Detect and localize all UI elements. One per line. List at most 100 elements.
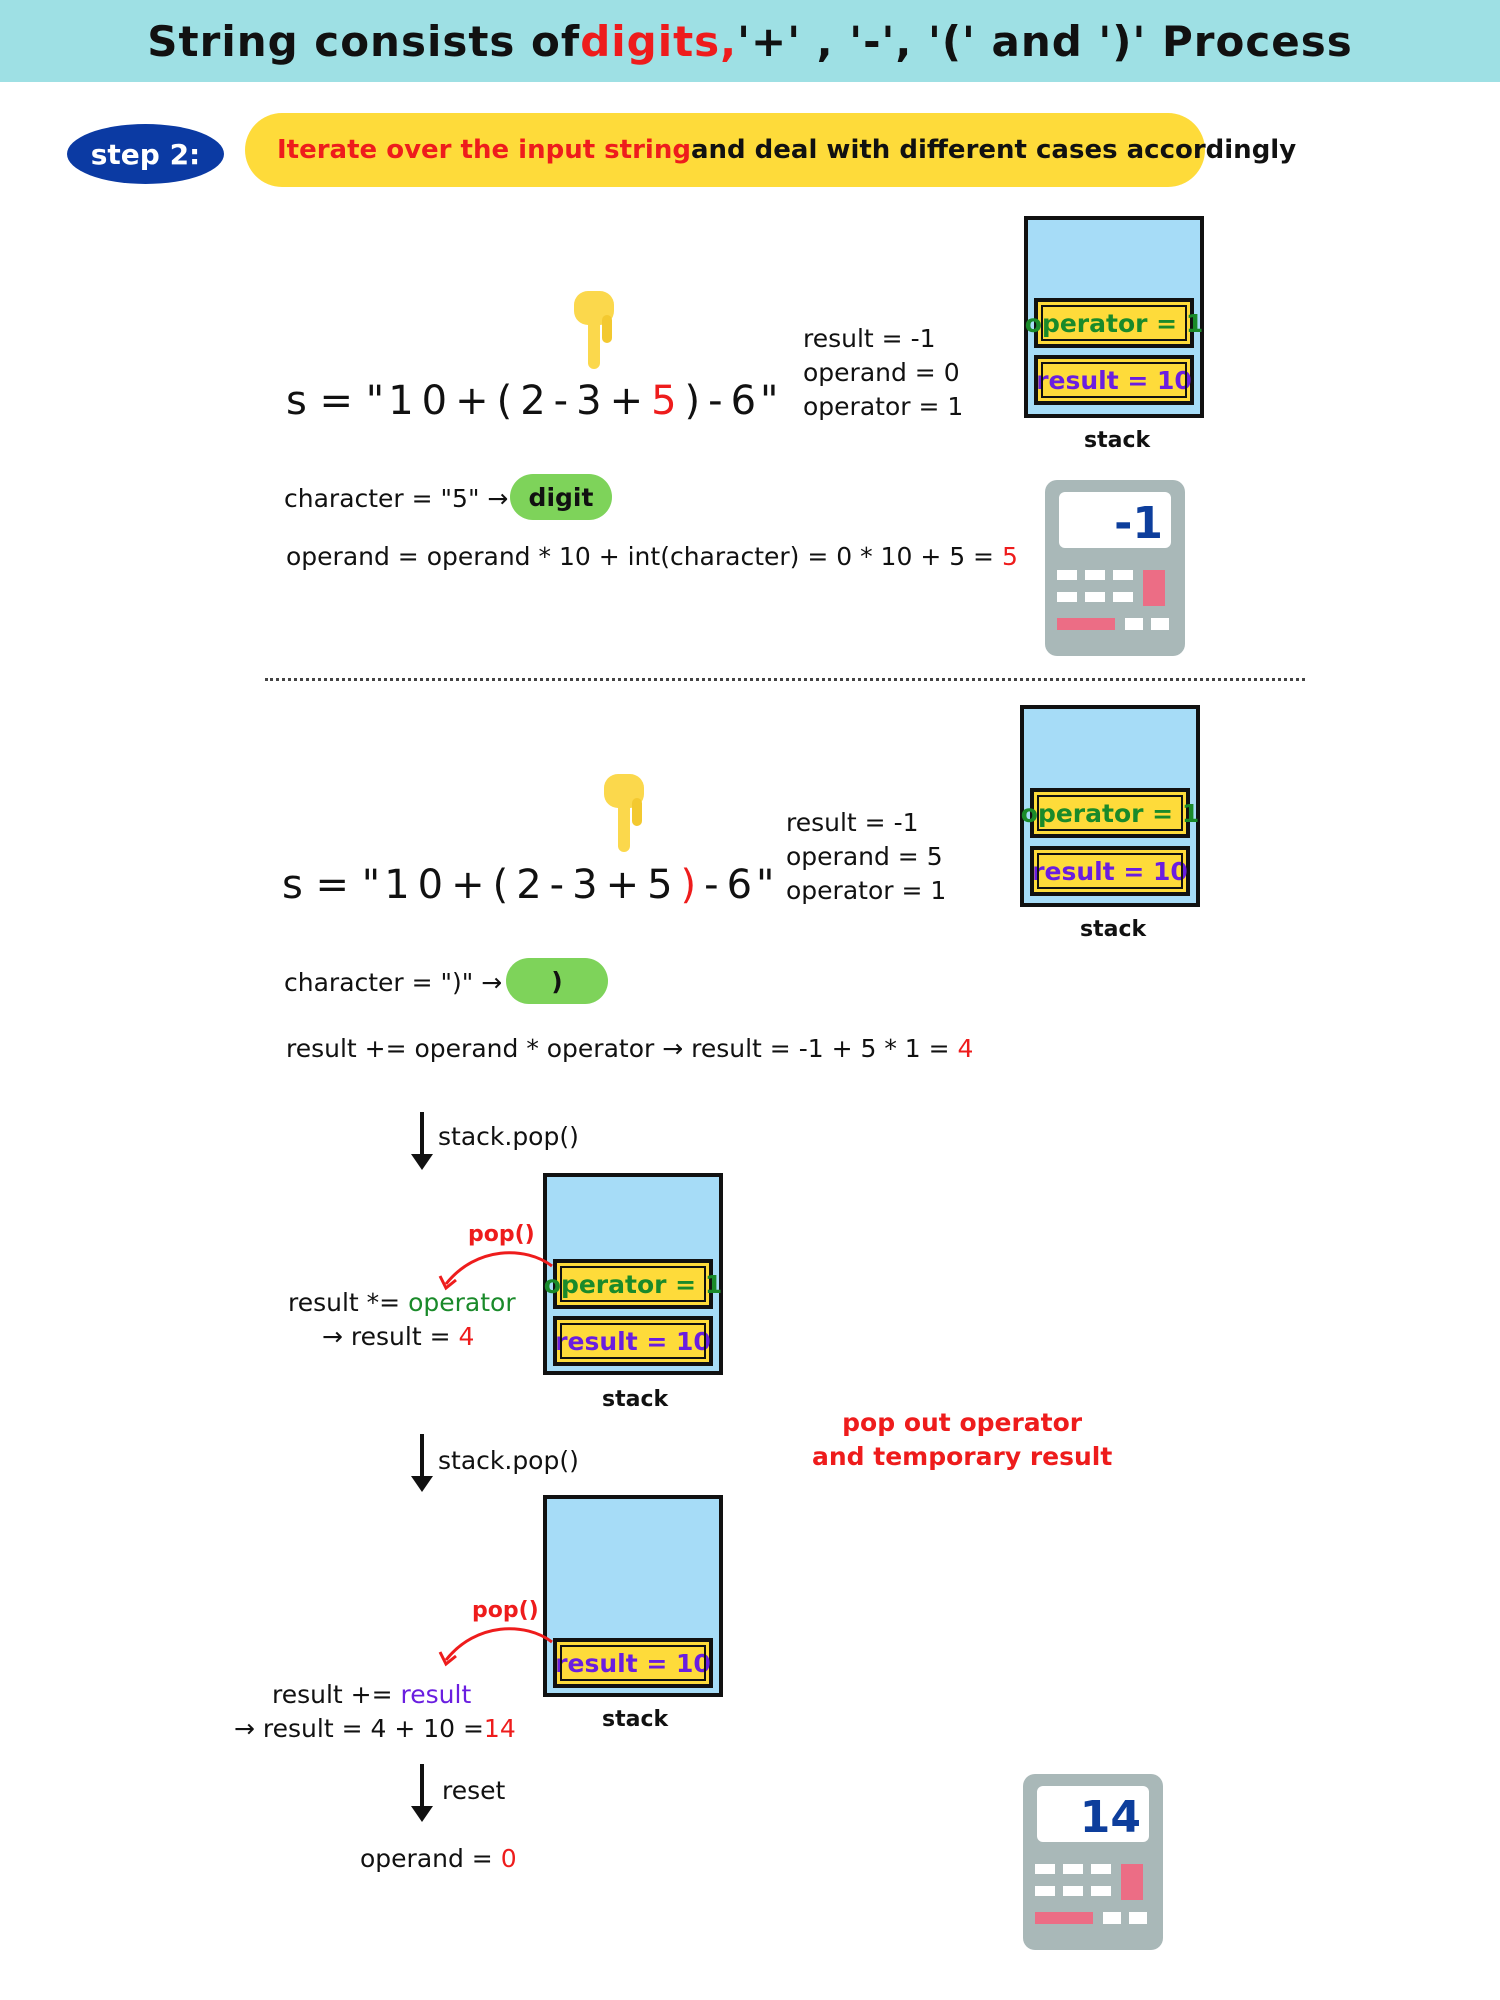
pop-result-1-line2: → result = 4: [322, 1322, 474, 1351]
calculator-icon-1: -1: [1043, 478, 1187, 662]
var-operand: operand = 0: [803, 358, 960, 387]
pop1-line1-text: result *=: [288, 1288, 409, 1317]
var-operand: operand = 5: [786, 842, 943, 871]
down-arrow-icon: [420, 1764, 424, 1808]
pop2-line2-text: → result = 4 + 10 =: [234, 1714, 484, 1743]
step-badge: step 2:: [67, 124, 224, 184]
state-vars-2: result = -1 operand = 5 operator = 1: [786, 806, 946, 908]
divider: [265, 678, 1305, 681]
pop-label-2: stack.pop(): [438, 1446, 579, 1475]
step-desc-black: and deal with different cases accordingl…: [690, 135, 1297, 165]
stack-frame-result: result = 10: [553, 1638, 713, 1688]
pointing-hand-icon: [596, 770, 656, 866]
var-operator: operator = 1: [786, 876, 947, 905]
pop-result-2-line2: → result = 4 + 10 =14: [234, 1714, 516, 1743]
curved-arrow-icon: [438, 1627, 553, 1667]
arrow-head-icon: [411, 1806, 433, 1822]
var-result: result = -1: [803, 324, 936, 353]
reset-result: operand = 0: [360, 1844, 517, 1873]
string-char: 3: [576, 378, 602, 424]
pop-result-1-line1: result *= operator: [288, 1288, 516, 1317]
stack-frame-operator: operator = 1: [1021, 788, 1199, 838]
formula-2-text: result += operand * operator → result = …: [286, 1034, 958, 1063]
pop-tag-1: pop(): [468, 1222, 535, 1247]
down-arrow-icon: [420, 1112, 424, 1156]
title-part-digits: digits,: [580, 16, 738, 66]
pointing-hand-icon: [566, 287, 626, 383]
title-banner: String consists of digits, '+' , '-', '(…: [0, 0, 1500, 82]
string-suffix: ": [760, 378, 779, 424]
string-char: 2: [516, 862, 542, 908]
reset-text: operand =: [360, 1844, 501, 1873]
string-char: ): [684, 378, 701, 424]
stack-caption-3: stack: [602, 1387, 669, 1412]
step-desc-red: Iterate over the input string: [277, 135, 691, 165]
string-char: -: [704, 862, 719, 908]
string-char: 1: [388, 378, 414, 424]
string-char: (: [496, 378, 513, 424]
stack-frame-operator: operator = 1: [544, 1259, 722, 1309]
string-char: 3: [572, 862, 598, 908]
title-part-1: String consists of: [147, 16, 581, 66]
string-prefix: s = ": [282, 862, 381, 908]
character-line-2: character = ")" →: [284, 968, 503, 997]
paren-pill: ): [506, 958, 608, 1004]
title-part-3: '+' , '-', '(' and ')' Process: [737, 16, 1353, 66]
pop-tag-2: pop(): [472, 1598, 539, 1623]
var-result: result = -1: [786, 808, 919, 837]
stack-caption-2: stack: [1080, 917, 1147, 942]
string-char: 5: [651, 378, 677, 424]
string-char: 5: [647, 862, 673, 908]
stack-caption-4: stack: [602, 1707, 669, 1732]
curved-arrow-icon: [438, 1251, 553, 1291]
calculator-display-2: 14: [1080, 1792, 1141, 1843]
pop1-line2-text: → result =: [322, 1322, 459, 1351]
string-char: -: [549, 862, 565, 908]
digit-pill: digit: [510, 474, 612, 520]
note-line-1: pop out operator: [842, 1408, 1083, 1437]
string-prefix: s = ": [286, 378, 385, 424]
pop1-line2-value: 4: [458, 1322, 475, 1351]
formula-2-result: 4: [957, 1034, 974, 1063]
calculator-icon-2: 14: [1021, 1772, 1165, 1956]
pop2-line1-text: result +=: [272, 1680, 401, 1709]
string-char: 0: [417, 862, 444, 908]
string-char: +: [605, 862, 640, 908]
reset-label: reset: [442, 1776, 506, 1805]
formula-1-result: 5: [1001, 542, 1018, 571]
formula-1-text: operand = operand * 10 + int(character) …: [286, 542, 1002, 571]
string-char: +: [455, 378, 489, 424]
state-vars-1: result = -1 operand = 0 operator = 1: [803, 322, 963, 424]
formula-1: operand = operand * 10 + int(character) …: [286, 542, 1018, 571]
calculator-display-1: -1: [1114, 498, 1163, 549]
formula-2: result += operand * operator → result = …: [286, 1034, 973, 1063]
step-description: Iterate over the input string and deal w…: [245, 113, 1296, 187]
character-line-1: character = "5" →: [284, 484, 509, 513]
string-char: ): [680, 862, 697, 908]
reset-value: 0: [500, 1844, 517, 1873]
note-pop-out: pop out operator and temporary result: [812, 1406, 1112, 1474]
stack-frame-result: result = 10: [1034, 355, 1194, 405]
var-operator: operator = 1: [803, 392, 964, 421]
note-line-2: and temporary result: [812, 1442, 1113, 1471]
string-char: 6: [726, 862, 753, 908]
stack-frame-result: result = 10: [1030, 846, 1190, 896]
stack-caption-1: stack: [1084, 428, 1151, 453]
string-char: -: [553, 378, 569, 424]
stack-frame-result: result = 10: [553, 1316, 713, 1366]
pop-label-1: stack.pop(): [438, 1122, 579, 1151]
string-char: 1: [384, 862, 410, 908]
down-arrow-icon: [420, 1434, 424, 1478]
string-suffix: ": [756, 862, 775, 908]
string-char: +: [609, 378, 644, 424]
string-char: 6: [730, 378, 757, 424]
string-char: +: [451, 862, 485, 908]
string-char: 0: [421, 378, 448, 424]
string-char: (: [492, 862, 509, 908]
stack-frame-operator: operator = 1: [1025, 298, 1203, 348]
pop2-line2-value: 14: [483, 1714, 516, 1743]
